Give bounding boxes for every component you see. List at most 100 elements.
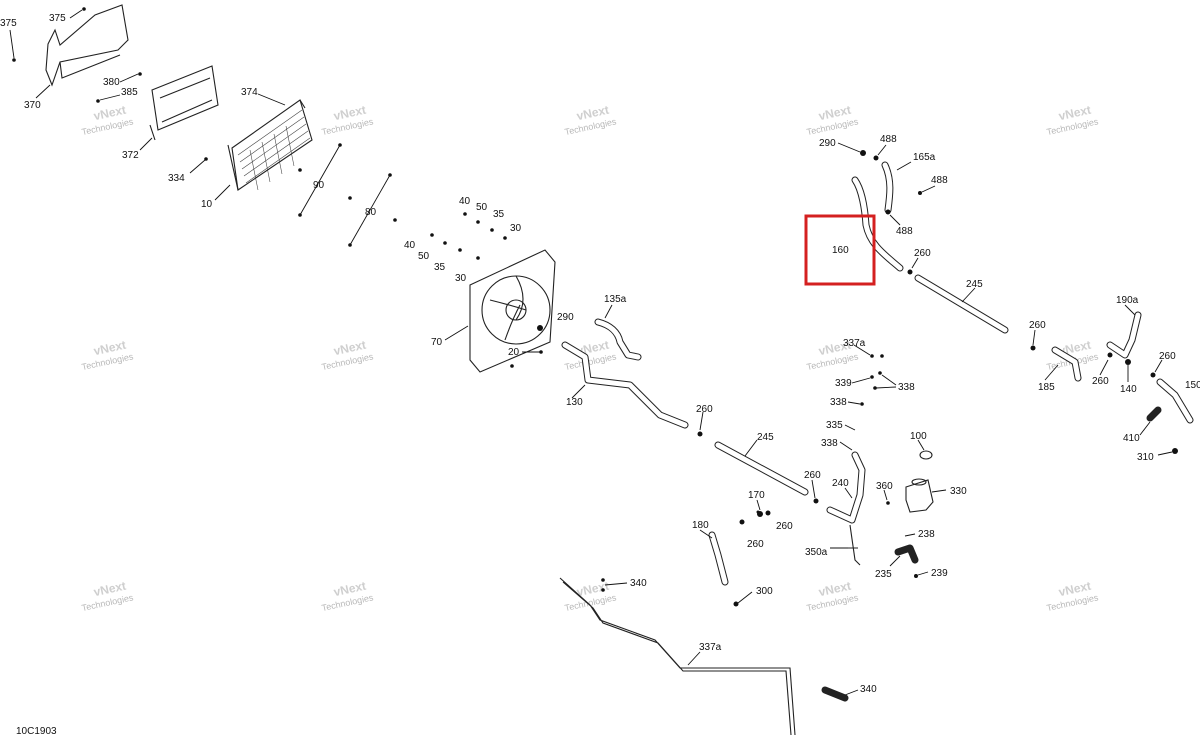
label-80: 80 bbox=[365, 207, 377, 218]
label-260-f: 260 bbox=[1029, 320, 1046, 331]
label-372: 372 bbox=[122, 150, 139, 161]
label-380: 380 bbox=[103, 77, 120, 88]
label-339: 339 bbox=[835, 378, 852, 389]
tube-245-lower bbox=[714, 441, 809, 496]
reservoir-cap bbox=[919, 450, 933, 460]
hose-160 bbox=[851, 176, 904, 272]
label-135a: 135a bbox=[604, 294, 627, 305]
line-337a bbox=[559, 577, 796, 736]
label-350a: 350a bbox=[805, 547, 828, 558]
highlight-box-160 bbox=[804, 214, 876, 286]
label-260-e: 260 bbox=[914, 248, 931, 259]
label-190a: 190a bbox=[1116, 295, 1139, 306]
deflector-shield bbox=[45, 4, 129, 87]
label-239: 239 bbox=[931, 568, 948, 579]
label-340: 340 bbox=[630, 578, 647, 589]
hose-150 bbox=[1156, 378, 1194, 424]
label-330: 330 bbox=[950, 486, 967, 497]
label-165a: 165a bbox=[913, 152, 936, 163]
label-375: 375 bbox=[49, 13, 66, 24]
label-90: 90 bbox=[313, 180, 325, 191]
label-260-h: 260 bbox=[1159, 351, 1176, 362]
watermark-logo: vNext bbox=[92, 579, 127, 599]
mounting-panel bbox=[149, 65, 219, 141]
hose-165a bbox=[881, 161, 894, 214]
label-488-c: 488 bbox=[896, 226, 913, 237]
pipe-130 bbox=[561, 341, 689, 429]
label-10: 10 bbox=[201, 199, 213, 210]
watermark-logo: vNext bbox=[575, 579, 610, 599]
label-50-b: 50 bbox=[418, 251, 430, 262]
label-375-b: 375 bbox=[0, 18, 17, 29]
label-30: 30 bbox=[510, 223, 522, 234]
coolant-reservoir bbox=[905, 478, 934, 513]
watermark-logo: vNext bbox=[1057, 103, 1092, 123]
label-100: 100 bbox=[910, 431, 927, 442]
label-70: 70 bbox=[431, 337, 443, 348]
fitting-410 bbox=[1146, 406, 1162, 422]
hose-240 bbox=[826, 451, 866, 524]
label-130: 130 bbox=[566, 397, 583, 408]
watermark-logo: vNext bbox=[92, 103, 127, 123]
label-370: 370 bbox=[24, 100, 41, 111]
label-245: 245 bbox=[757, 432, 774, 443]
rod-340 bbox=[821, 686, 849, 702]
label-185: 185 bbox=[1038, 382, 1055, 393]
tube-245-upper bbox=[914, 274, 1009, 334]
label-488: 488 bbox=[880, 134, 897, 145]
label-260-c: 260 bbox=[776, 521, 793, 532]
fan-assembly bbox=[469, 249, 556, 373]
label-150: 150 bbox=[1185, 380, 1200, 391]
label-385: 385 bbox=[121, 87, 138, 98]
watermark-logo: vNext bbox=[575, 103, 610, 123]
watermark-logo: vNext bbox=[1057, 579, 1092, 599]
label-20: 20 bbox=[508, 347, 520, 358]
label-50: 50 bbox=[476, 202, 488, 213]
watermark-logo: vNext bbox=[332, 338, 367, 358]
label-340-b: 340 bbox=[860, 684, 877, 695]
watermark-logo: vNext bbox=[332, 579, 367, 599]
label-140: 140 bbox=[1120, 384, 1137, 395]
label-360: 360 bbox=[876, 481, 893, 492]
label-488-b: 488 bbox=[931, 175, 948, 186]
diagram-code: 10C1903 bbox=[16, 726, 57, 737]
label-35: 35 bbox=[493, 209, 505, 220]
label-245-b: 245 bbox=[966, 279, 983, 290]
label-338: 338 bbox=[898, 382, 915, 393]
hose-180 bbox=[708, 531, 729, 586]
label-335: 335 bbox=[826, 420, 843, 431]
label-238: 238 bbox=[918, 529, 935, 540]
radiator bbox=[227, 99, 313, 191]
label-337a-b: 337a bbox=[843, 338, 866, 349]
label-35-b: 35 bbox=[434, 262, 446, 273]
label-170: 170 bbox=[748, 490, 765, 501]
label-40: 40 bbox=[459, 196, 471, 207]
label-310: 310 bbox=[1137, 452, 1154, 463]
label-160: 160 bbox=[832, 245, 849, 256]
watermark-logo: vNext bbox=[817, 579, 852, 599]
label-338-b: 338 bbox=[830, 397, 847, 408]
label-290-b: 290 bbox=[819, 138, 836, 149]
watermark-logo: vNext bbox=[332, 103, 367, 123]
hose-135a bbox=[594, 318, 642, 361]
watermark-logo: vNext bbox=[817, 103, 852, 123]
label-337a: 337a bbox=[699, 642, 722, 653]
label-260-b: 260 bbox=[804, 470, 821, 481]
label-300: 300 bbox=[756, 586, 773, 597]
callout-labels: 375 375 370 380 385 372 374 334 10 90 80… bbox=[0, 13, 1200, 695]
label-40-b: 40 bbox=[404, 240, 416, 251]
label-260-d: 260 bbox=[747, 539, 764, 550]
label-180: 180 bbox=[692, 520, 709, 531]
label-338-c: 338 bbox=[821, 438, 838, 449]
label-374: 374 bbox=[241, 87, 258, 98]
label-260: 260 bbox=[696, 404, 713, 415]
hose-185 bbox=[1051, 346, 1082, 382]
bracket-350a bbox=[845, 524, 861, 566]
hose-190a bbox=[1106, 311, 1142, 359]
part-drawings bbox=[45, 4, 1194, 736]
label-290: 290 bbox=[557, 312, 574, 323]
label-30-b: 30 bbox=[455, 273, 467, 284]
